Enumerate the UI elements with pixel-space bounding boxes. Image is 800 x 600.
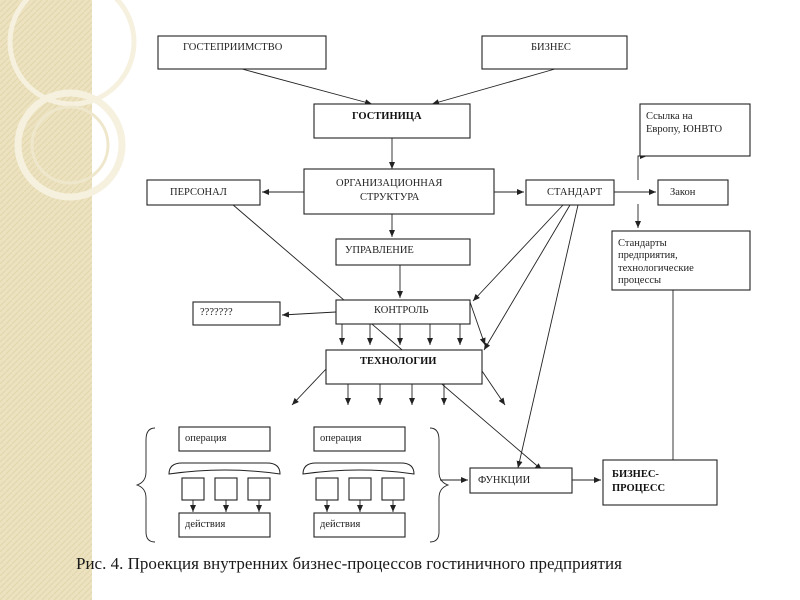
node-std-line4: процессы bbox=[618, 275, 661, 286]
node-std-line3: технологические bbox=[618, 263, 694, 274]
node-business-label: БИЗНЕС bbox=[531, 42, 571, 53]
node-staff-label: ПЕРСОНАЛ bbox=[170, 187, 227, 198]
node-staff: ПЕРСОНАЛ bbox=[146, 179, 261, 206]
node-enterprise-standards: Стандарты предприятия, технологические п… bbox=[611, 230, 751, 291]
node-technologies: ТЕХНОЛОГИИ bbox=[325, 349, 483, 385]
arc-1 bbox=[168, 462, 281, 475]
node-std-line1: Стандарты bbox=[618, 238, 667, 249]
actions-2-label: действия bbox=[320, 519, 360, 530]
node-unknown-label: ??????? bbox=[200, 307, 233, 318]
node-law: Закон bbox=[657, 179, 729, 206]
node-org-line2: СТРУКТУРА bbox=[360, 192, 420, 203]
node-standard: СТАНДАРТ bbox=[525, 179, 615, 206]
node-technologies-label: ТЕХНОЛОГИИ bbox=[360, 356, 436, 367]
arrow-standard-unwto bbox=[637, 153, 647, 180]
left-brace bbox=[135, 427, 156, 543]
arrow-standard-control bbox=[472, 204, 564, 302]
arrow-standard-functions bbox=[516, 204, 579, 469]
arrow-standard-tech bbox=[483, 204, 571, 351]
operation-2-label: операция bbox=[320, 433, 362, 444]
node-org-structure: ОРГАНИЗАЦИОННАЯ СТРУКТУРА bbox=[303, 168, 495, 215]
arrow-control-unknown bbox=[281, 311, 337, 318]
arrow-tech-out-right bbox=[479, 367, 506, 406]
arrow-business-hotel bbox=[431, 68, 556, 105]
node-control: КОНТРОЛЬ bbox=[335, 299, 471, 325]
arrow-hospitality-hotel bbox=[241, 68, 373, 106]
connectors bbox=[231, 68, 674, 483]
node-unknown: ??????? bbox=[192, 301, 281, 326]
operation-block-1: операция действия bbox=[168, 426, 281, 538]
operation-block-2: операция действия bbox=[302, 426, 415, 538]
right-brace bbox=[429, 427, 450, 543]
node-bp-line1: БИЗНЕС- bbox=[612, 469, 659, 480]
node-unwto-line1: Ссылка на bbox=[646, 111, 693, 122]
node-management-label: УПРАВЛЕНИЕ bbox=[345, 245, 414, 256]
node-management: УПРАВЛЕНИЕ bbox=[335, 238, 471, 266]
figure-caption: Рис. 4. Проекция внутренних бизнес-проце… bbox=[76, 554, 622, 573]
node-law-label: Закон bbox=[670, 187, 696, 198]
node-bp-line2: ПРОЦЕСС bbox=[612, 483, 665, 494]
node-business-process: БИЗНЕС- ПРОЦЕСС bbox=[602, 459, 718, 506]
node-functions-label: ФУНКЦИИ bbox=[478, 475, 531, 486]
node-hotel: ГОСТИНИЦА bbox=[313, 103, 471, 139]
process-group: операция действия операция действия bbox=[135, 426, 450, 543]
arrow-control-tech-side bbox=[469, 301, 486, 346]
node-unwto-line2: Европу, ЮНВТО bbox=[646, 124, 722, 135]
actions-1-label: действия bbox=[185, 519, 225, 530]
node-control-label: КОНТРОЛЬ bbox=[374, 305, 429, 316]
node-standard-label: СТАНДАРТ bbox=[547, 187, 603, 198]
node-hospitality: ГОСТЕПРИИМСТВО bbox=[157, 35, 327, 70]
node-org-line1: ОРГАНИЗАЦИОННАЯ bbox=[336, 178, 442, 189]
node-business: БИЗНЕС bbox=[481, 35, 628, 70]
node-functions: ФУНКЦИИ bbox=[469, 467, 573, 494]
node-unwto: Ссылка на Европу, ЮНВТО bbox=[639, 103, 751, 157]
arc-2 bbox=[302, 462, 415, 475]
arrow-tech-out-left bbox=[291, 367, 328, 406]
node-hospitality-label: ГОСТЕПРИИМСТВО bbox=[183, 42, 283, 53]
decorative-panel bbox=[0, 0, 137, 600]
node-std-line2: предприятия, bbox=[618, 250, 678, 261]
node-hotel-label: ГОСТИНИЦА bbox=[352, 111, 422, 122]
arrow-staff-functions bbox=[231, 203, 543, 471]
operation-1-label: операция bbox=[185, 433, 227, 444]
